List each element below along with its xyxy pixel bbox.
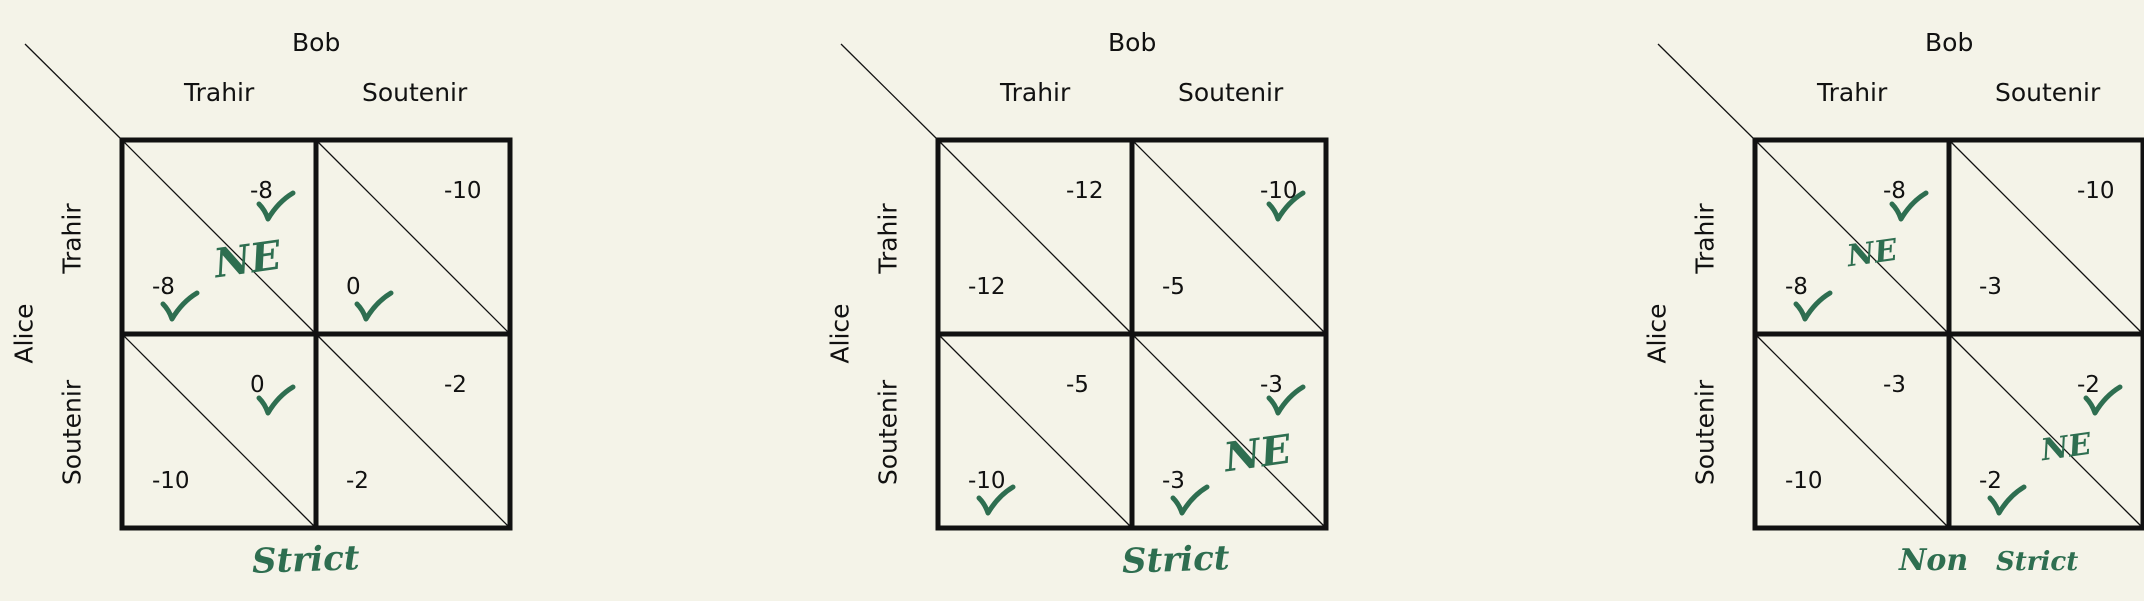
nash-equilibrium-label: NE [1221, 425, 1295, 482]
payoff-bob: -3 [1883, 372, 1906, 398]
cell-diagonal [1131, 139, 1327, 335]
cell-diagonal [937, 333, 1133, 529]
handwritten-note: Strict [1996, 547, 2079, 577]
cell-diagonal [121, 139, 317, 335]
cell-diagonal [1754, 139, 1950, 335]
check-icon [976, 484, 1016, 516]
handwritten-note: Strict [251, 538, 361, 582]
corner-diagonal [24, 43, 123, 141]
payoff-bob: -8 [250, 178, 273, 204]
check-icon [1170, 484, 1210, 516]
row-strategy-label: Soutenir [1690, 379, 1720, 486]
corner-diagonal [840, 43, 939, 141]
nash-equilibrium-label: NE [2038, 426, 2094, 469]
cell-diagonal [1131, 333, 1327, 529]
column-player-label: Bob [292, 28, 341, 57]
check-icon [256, 190, 296, 222]
row-strategy-label: Trahir [1690, 203, 1720, 274]
row-player-label: Alice [1642, 303, 1672, 364]
payoff-alice: -3 [1979, 274, 2002, 300]
payoff-alice: -5 [1162, 274, 1185, 300]
column-strategy-label: Trahir [184, 78, 255, 107]
row-strategy-label: Trahir [57, 203, 87, 274]
check-icon [160, 290, 200, 322]
cell-diagonal [315, 333, 511, 529]
payoff-alice: 0 [346, 274, 361, 300]
nash-equilibrium-label: NE [1844, 232, 1900, 275]
payoff-bob: -8 [1883, 178, 1906, 204]
payoff-bob: 0 [250, 372, 265, 398]
cell-diagonal [1948, 139, 2144, 335]
row-strategy-label: Soutenir [873, 379, 903, 486]
payoff-bob: -2 [2077, 372, 2100, 398]
column-strategy-label: Soutenir [1178, 78, 1284, 107]
payoff-alice: -2 [1979, 468, 2002, 494]
cell-diagonal [1754, 333, 1950, 529]
cell-diagonal [1948, 333, 2144, 529]
payoff-alice: -10 [152, 468, 190, 494]
check-icon [1793, 290, 1833, 322]
payoff-grid [1657, 43, 2144, 531]
column-strategy-label: Soutenir [1995, 78, 2101, 107]
payoff-bob: -10 [2077, 178, 2115, 204]
corner-diagonal [1657, 43, 1756, 141]
payoff-bob: -2 [444, 372, 467, 398]
handwritten-note: Non [1899, 543, 1969, 578]
payoff-bob: -3 [1260, 372, 1283, 398]
payoff-alice: -12 [968, 274, 1006, 300]
column-strategy-label: Trahir [1000, 78, 1071, 107]
nash-equilibrium-label: NE [211, 231, 285, 288]
payoff-alice: -10 [1785, 468, 1823, 494]
column-strategy-label: Soutenir [362, 78, 468, 107]
row-player-label: Alice [9, 303, 39, 364]
check-icon [354, 290, 394, 322]
row-player-label: Alice [825, 303, 855, 364]
payoff-alice: -8 [152, 274, 175, 300]
payoff-bob: -5 [1066, 372, 1089, 398]
check-icon [1889, 190, 1929, 222]
payoff-grid [840, 43, 1329, 531]
check-icon [256, 384, 296, 416]
cell-diagonal [315, 139, 511, 335]
row-strategy-label: Soutenir [57, 379, 87, 486]
payoff-alice: -2 [346, 468, 369, 494]
cell-diagonal [121, 333, 317, 529]
payoff-bob: -12 [1066, 178, 1104, 204]
check-icon [1987, 484, 2027, 516]
cell-diagonal [937, 139, 1133, 335]
payoff-alice: -10 [968, 468, 1006, 494]
row-strategy-label: Trahir [873, 203, 903, 274]
check-icon [1266, 384, 1306, 416]
column-player-label: Bob [1108, 28, 1157, 57]
payoff-grid [24, 43, 513, 531]
handwritten-note: Strict [1121, 538, 1231, 582]
payoff-bob: -10 [444, 178, 482, 204]
payoff-alice: -3 [1162, 468, 1185, 494]
check-icon [2083, 384, 2123, 416]
column-player-label: Bob [1925, 28, 1974, 57]
payoff-alice: -8 [1785, 274, 1808, 300]
check-icon [1266, 190, 1306, 222]
column-strategy-label: Trahir [1817, 78, 1888, 107]
